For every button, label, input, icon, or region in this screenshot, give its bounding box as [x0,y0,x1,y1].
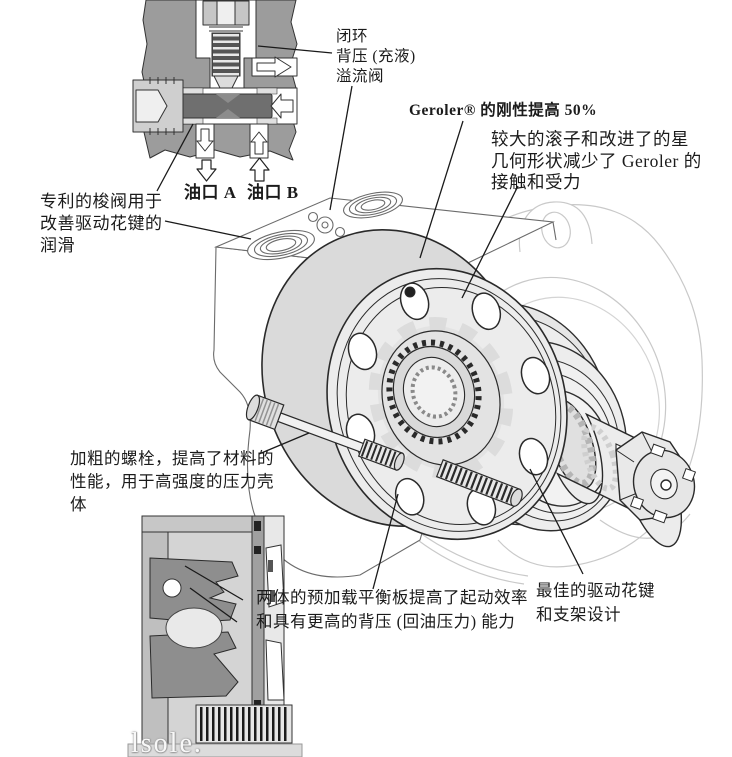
geroler-section [261,228,568,541]
rollers-note-line2: 几何形状减少了 Geroler 的 [491,150,702,171]
valve-cross-section [132,0,298,182]
leader-balance-1 [184,565,244,601]
port-b-arrow [249,157,270,182]
flow-arrow-right [256,56,292,78]
bolts-note-line1: 加粗的螺栓，提高了材料的 [70,449,274,468]
bolts-note-line3: 体 [70,495,87,514]
leader-lines [156,45,584,623]
leader-bolts [258,432,310,455]
watermark-text: lsole. [131,728,203,757]
geroler-star-section-lower [149,631,239,699]
shuttle-valve-note: 专利的梭阀用于 改善驱动花键的 润滑 [40,191,163,257]
port-a-label: 油口 A [184,183,237,202]
port-b-label: 油口 B [247,183,299,202]
relief-valve-note-line3: 溢流阀 [336,68,385,85]
flow-arrow-down-a [196,128,214,152]
leader-rollers [461,185,519,299]
flow-arrow-up-b [250,131,268,155]
relief-valve-note: 闭环 背压 (充液) 溢流阀 [336,27,416,87]
rollers-note: 较大的滚子和改进了的星 几何形状减少了 Geroler 的 接触和受力 [491,129,702,194]
relief-valve-note-line1: 闭环 [336,28,369,45]
leader-relief-to-motor [329,85,353,211]
balance-plate-note-line2: 和具有更高的背压 (回油压力) 能力 [256,611,516,631]
relief-valve-cap [307,211,319,223]
leader-shuttle-to-motor [164,220,252,240]
housing-stud-bolt [245,394,405,471]
leader-balance-2 [189,587,238,623]
timing-hole [404,286,416,298]
leader-spline [529,468,584,575]
rollers-note-line3: 接触和受力 [491,172,581,192]
cotter-pin-hole [660,479,672,491]
bolts-note-line2: 性能，用于高强度的压力壳 [70,472,274,491]
rollers-note-line1: 较大的滚子和改进了的星 [491,129,689,149]
geroler-stiffness-note: Geroler® 的刚性提高 50% [409,102,598,119]
drive-spline-note-line1: 最佳的驱动花键 [536,581,655,600]
leader-shuttle-to-valve [156,123,194,192]
leader-balance-to-motor [372,493,399,590]
rear-cross-section [127,515,303,757]
check-ball [162,578,182,598]
relief-valve-note-line2: 背压 (充液) [336,48,416,65]
flow-arrow-left [270,93,294,119]
loose-stud-bolt [435,459,523,507]
shuttle-valve-note-line3: 润滑 [40,236,75,255]
drive-spline-note-line2: 和支架设计 [536,604,621,624]
shuttle-valve-note-line2: 改善驱动花键的 [40,214,163,233]
balance-plate-note: 两体的预加载平衡板提高了起动效率 和具有更高的背压 (回油压力) 能力 [256,586,528,633]
port-a-boss [247,229,315,261]
drive-spline-note: 最佳的驱动花键 和支架设计 [536,579,655,626]
leader-geroler [419,120,464,259]
bolts-note: 加粗的螺栓，提高了材料的 性能，用于高强度的压力壳 体 [70,447,274,516]
valve-plug [132,77,184,135]
port-b-boss [343,191,403,219]
output-shaft-assembly [547,399,697,548]
port-a-arrow [196,159,217,182]
balance-plate-note-line1: 两体的预加载平衡板提高了起动效率 [256,588,528,607]
leader-relief-to-valve [257,45,333,54]
shuttle-valve-note-line1: 专利的梭阀用于 [40,192,163,211]
